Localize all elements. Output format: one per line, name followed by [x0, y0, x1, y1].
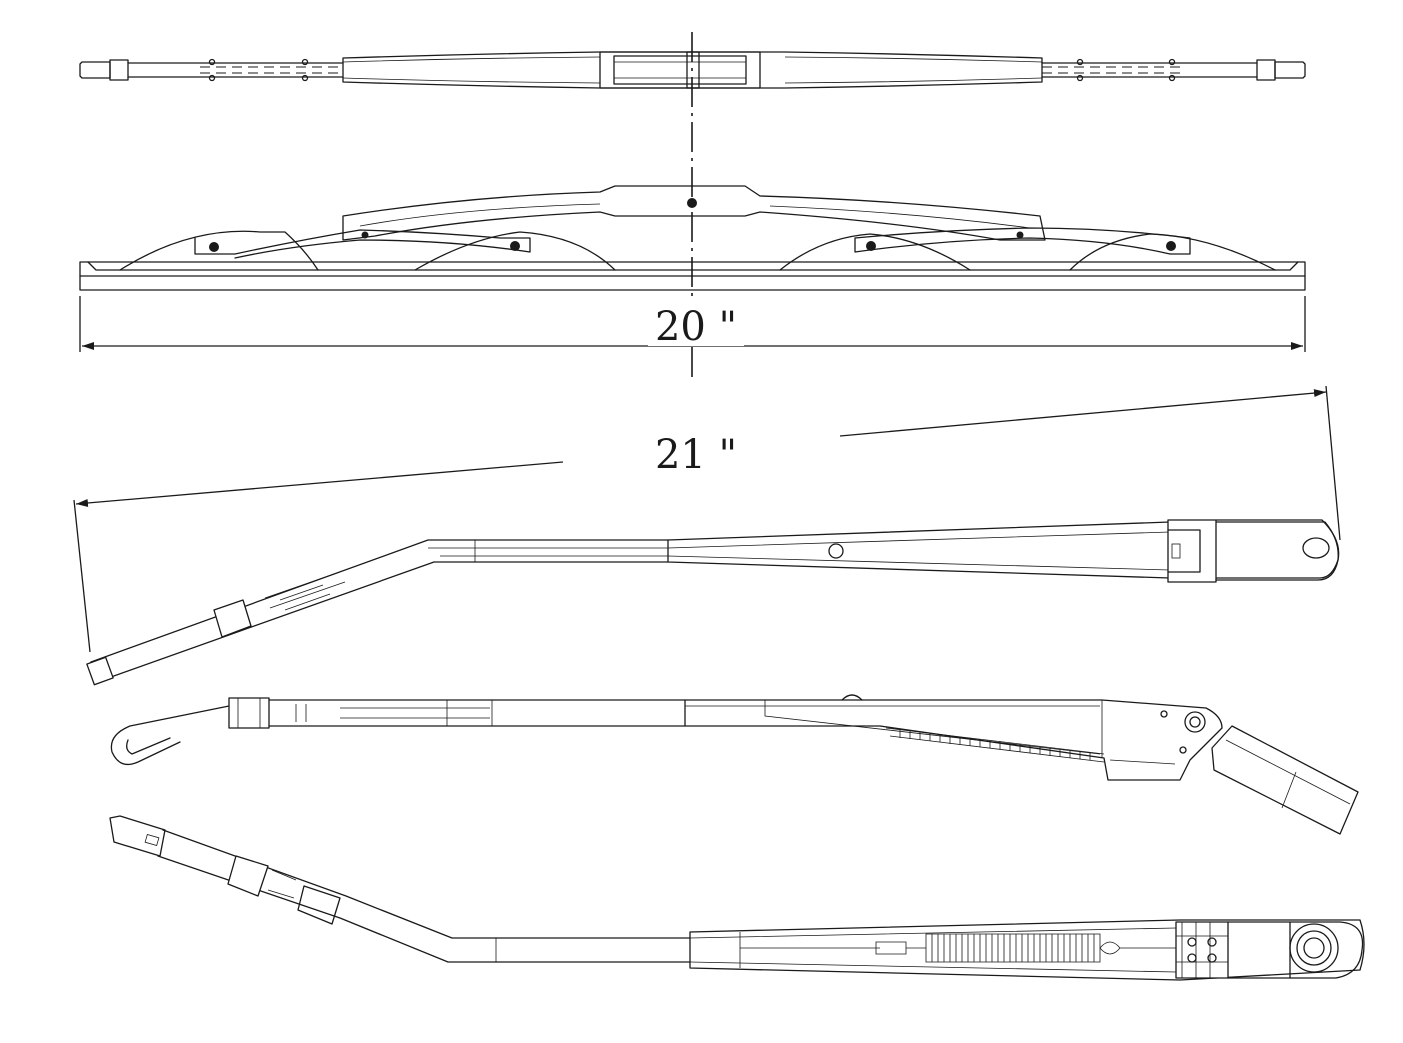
arm-bottom-view	[109, 815, 1365, 981]
blade-length-label: 20 "	[655, 304, 737, 350]
arm-top-view	[86, 519, 1340, 686]
arm-side-view	[110, 694, 1359, 835]
blade-side-view	[79, 185, 1306, 291]
blade-top-view	[79, 51, 1306, 89]
blade-length-dimension: 20 "	[79, 296, 1306, 352]
arm-length-label: 21 "	[655, 432, 737, 478]
arm-length-dimension: 21 "	[73, 385, 1341, 653]
